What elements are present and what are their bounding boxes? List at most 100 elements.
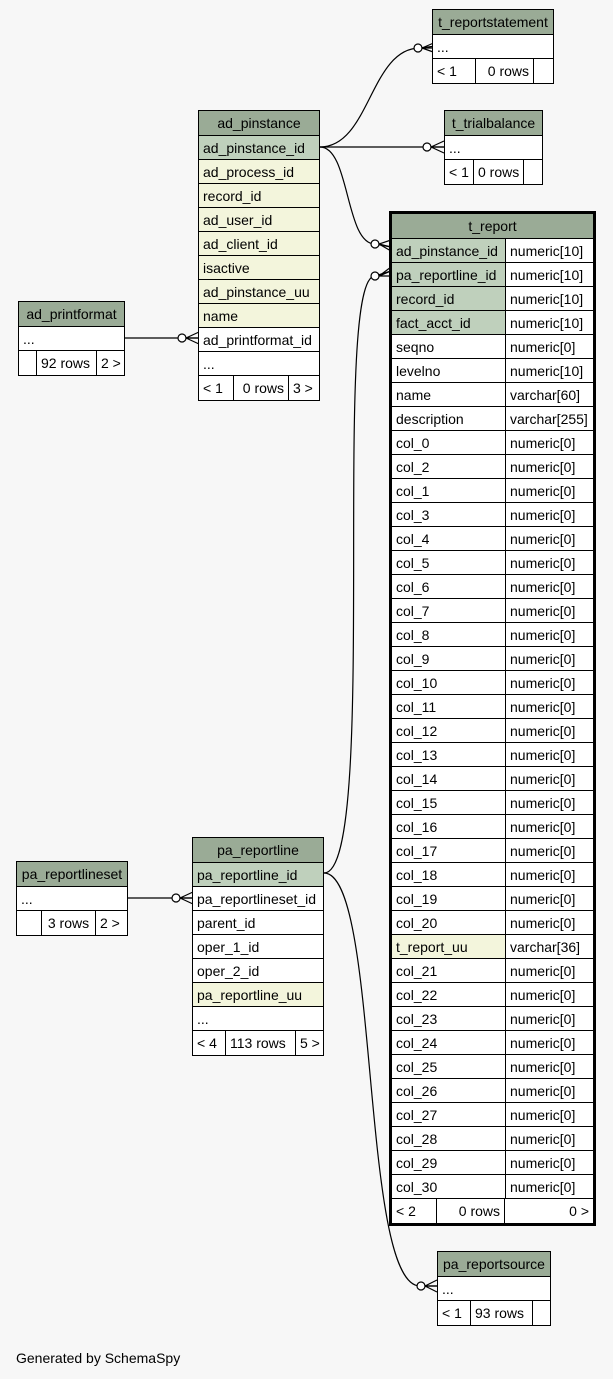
crowfoot-circle-icon xyxy=(177,333,187,343)
column-type: numeric[0] xyxy=(505,791,593,814)
column-type: numeric[0] xyxy=(505,911,593,934)
table-title[interactable]: ad_printformat xyxy=(19,302,124,327)
row-count: 0 rows xyxy=(436,1199,504,1223)
nav-next[interactable]: 0 > xyxy=(504,1199,593,1223)
column-name: col_5 xyxy=(396,555,430,571)
table-ad_printformat[interactable]: ad_printformat ... 92 rows 2 > xyxy=(18,301,125,376)
table-row: col_14 numeric[0] xyxy=(392,767,593,791)
nav-prev[interactable]: < 4 xyxy=(197,1035,217,1051)
column-type: numeric[0] xyxy=(505,647,593,670)
column-name: pa_reportline_id xyxy=(396,267,497,283)
column-type: numeric[0] xyxy=(505,431,593,454)
column-type: numeric[0] xyxy=(505,1007,593,1030)
nav-next[interactable] xyxy=(532,1301,550,1325)
column-type: numeric[0] xyxy=(505,863,593,886)
column-type: varchar[60] xyxy=(505,383,593,406)
column-type: numeric[10] xyxy=(505,263,593,286)
edge-reportline-treport xyxy=(323,270,392,874)
table-row: col_9 numeric[0] xyxy=(392,647,593,671)
column-name: col_17 xyxy=(396,843,438,859)
table-title[interactable]: t_reportstatement xyxy=(433,10,553,35)
table-title[interactable]: pa_reportlineset xyxy=(17,862,127,887)
crowfoot-icon xyxy=(179,891,194,905)
column-name: t_report_uu xyxy=(396,939,468,955)
edge-pinstance-treport xyxy=(319,146,392,248)
table-row: col_24 numeric[0] xyxy=(392,1031,593,1055)
column-name: col_24 xyxy=(396,1035,438,1051)
nav-next[interactable] xyxy=(533,59,553,83)
column-type: numeric[0] xyxy=(505,1055,593,1078)
column-name: col_14 xyxy=(396,771,438,787)
table-pa_reportline[interactable]: pa_reportline pa_reportline_id pa_report… xyxy=(192,837,324,1056)
column-name: col_0 xyxy=(396,435,430,451)
table-t_reportstatement[interactable]: t_reportstatement ... < 1 0 rows xyxy=(432,9,554,84)
row-count: 0 rows xyxy=(473,160,523,184)
table-t_trialbalance[interactable]: t_trialbalance ... < 1 0 rows xyxy=(444,110,543,185)
column-type: varchar[36] xyxy=(505,935,593,958)
column-name: col_2 xyxy=(396,459,430,475)
column-name: levelno xyxy=(396,363,441,379)
column-name: col_27 xyxy=(396,1107,438,1123)
nav-prev[interactable] xyxy=(19,351,36,375)
column-name: name xyxy=(203,308,239,324)
table-pa_reportsource[interactable]: pa_reportsource ... < 1 93 rows xyxy=(437,1251,551,1326)
column-type: numeric[0] xyxy=(505,767,593,790)
nav-prev[interactable]: < 1 xyxy=(437,63,457,79)
column-type: numeric[0] xyxy=(505,695,593,718)
column-type: numeric[0] xyxy=(505,1127,593,1150)
column-name: col_9 xyxy=(396,651,430,667)
table-row: col_0 numeric[0] xyxy=(392,431,593,455)
nav-next[interactable]: 2 > xyxy=(96,351,124,375)
column-name: col_7 xyxy=(396,603,430,619)
table-pa_reportlineset[interactable]: pa_reportlineset ... 3 rows 2 > xyxy=(16,861,128,936)
nav-next[interactable]: 2 > xyxy=(95,911,127,935)
column-name: col_19 xyxy=(396,891,438,907)
nav-prev[interactable]: < 1 xyxy=(449,164,469,180)
crowfoot-circle-icon xyxy=(416,1281,426,1291)
table-title[interactable]: t_report xyxy=(392,214,593,239)
column-name: ad_user_id xyxy=(203,212,273,228)
nav-prev[interactable]: < 1 xyxy=(442,1305,462,1321)
table-ad_pinstance[interactable]: ad_pinstance ad_pinstance_id ad_process_… xyxy=(198,110,320,401)
table-title[interactable]: ad_pinstance xyxy=(199,111,319,136)
column-type: numeric[0] xyxy=(505,335,593,358)
column-name: col_8 xyxy=(396,627,430,643)
nav-prev[interactable]: < 1 xyxy=(203,380,223,396)
column-type: varchar[255] xyxy=(505,407,593,430)
table-title[interactable]: pa_reportline xyxy=(193,838,323,863)
nav-next[interactable]: 3 > xyxy=(288,376,319,400)
column-name: fact_acct_id xyxy=(396,315,471,331)
table-title[interactable]: pa_reportsource xyxy=(438,1252,550,1277)
column-name: col_6 xyxy=(396,579,430,595)
nav-prev[interactable] xyxy=(17,911,41,935)
column-type: numeric[0] xyxy=(505,1151,593,1174)
nav-next[interactable] xyxy=(523,160,542,184)
column-name: ad_printformat_id xyxy=(203,332,312,348)
ellipsis-row: ... xyxy=(203,356,215,372)
nav-prev[interactable]: < 2 xyxy=(396,1203,416,1219)
column-name: col_25 xyxy=(396,1059,438,1075)
crowfoot-circle-icon xyxy=(422,142,432,152)
column-type: numeric[0] xyxy=(505,1031,593,1054)
nav-next[interactable]: 5 > xyxy=(295,1031,323,1055)
table-row: t_report_uu varchar[36] xyxy=(392,935,593,959)
table-title[interactable]: t_trialbalance xyxy=(445,111,542,136)
